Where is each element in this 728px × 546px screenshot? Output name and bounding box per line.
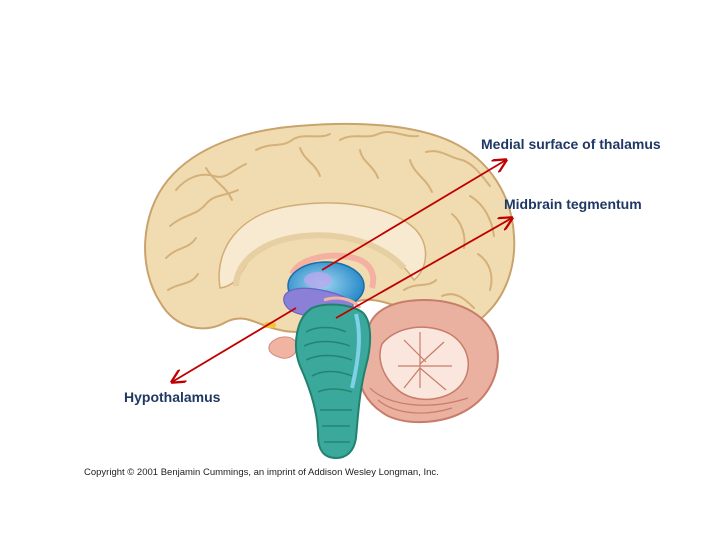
label-hypothalamus: Hypothalamus — [124, 389, 221, 405]
fornix — [289, 252, 377, 289]
copyright-notice: Copyright © 2001 Benjamin Cummings, an i… — [84, 467, 439, 478]
arrow-midbrain — [335, 218, 512, 319]
arrow-thalamus — [321, 160, 506, 271]
pointer-arrows — [172, 160, 512, 382]
label-midbrain-tegmentum: Midbrain tegmentum — [504, 196, 642, 212]
label-medial-surface-of-thalamus: Medial surface of thalamus — [481, 136, 661, 152]
optic-chiasm — [264, 322, 276, 328]
arrow-hypothalamus — [172, 307, 297, 382]
cerebrum — [144, 122, 516, 333]
cerebellum — [356, 298, 499, 424]
pituitary — [268, 336, 298, 359]
brainstem — [295, 296, 372, 460]
